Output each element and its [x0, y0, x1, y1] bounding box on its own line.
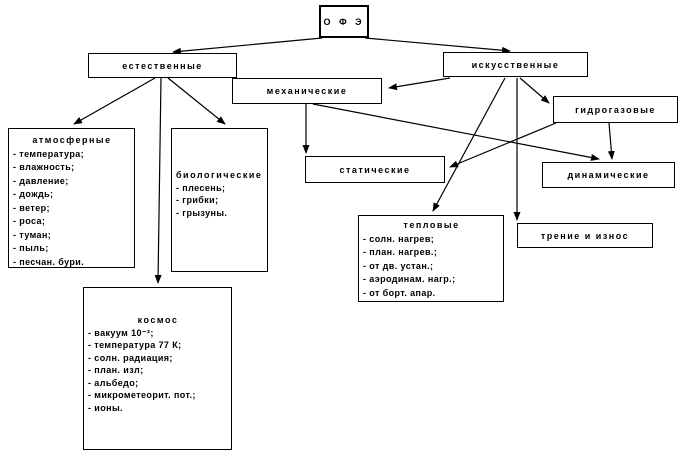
node-hydrogas: гидрогазовые	[553, 96, 678, 123]
list-item: - грибки;	[176, 195, 219, 205]
node-space-list: - вакуум 10⁻²; - температура 77 К; - солн.…	[88, 327, 228, 415]
node-atmospheric-list: - температура; - влажность; - давление; - д…	[13, 148, 131, 270]
node-mechanical: механические	[232, 78, 382, 104]
list-item: - микрометеорит. пот.;	[88, 390, 196, 400]
node-thermal-title: тепловые	[403, 220, 460, 230]
node-atmospheric: атмосферные - температура;- влажность;- …	[8, 128, 135, 268]
node-atmospheric-title: атмосферные	[32, 135, 112, 145]
connector-artificial-thermal	[432, 77, 506, 212]
node-biological: биологические - плесень; - грибки; - грызу…	[171, 128, 268, 272]
connector-natural-biological	[167, 77, 226, 125]
node-friction: трение и износ	[517, 223, 653, 248]
list-item: - туман;	[13, 229, 52, 240]
list-item: - давление;	[13, 175, 69, 186]
list-item: - плесень;	[176, 182, 226, 193]
list-item: - песчан. бури.	[13, 256, 85, 267]
node-space-title: космос	[137, 315, 179, 325]
list-item: - дождь;	[13, 189, 54, 199]
list-item: - ветер;	[13, 202, 50, 213]
node-space: космос - вакуум 10⁻²; - температура 77 К;…	[83, 287, 232, 450]
list-item: - ионы.	[88, 402, 123, 413]
list-item: - влажность;	[13, 162, 75, 172]
node-biological-title: биологические	[176, 170, 263, 180]
node-static: статические	[305, 156, 445, 183]
list-item: - пыль;	[13, 243, 49, 253]
node-biological-list: - плесень; - грибки; - грызуны.	[176, 182, 264, 220]
list-item: - грызуны.	[176, 207, 228, 218]
node-ofe: О Ф Э	[319, 5, 369, 38]
node-artificial: искусственные	[443, 52, 588, 77]
list-item: - план. нагрев.;	[363, 247, 438, 257]
connector-hydrogas-dynamic	[607, 122, 615, 160]
list-item: - солн. радиация;	[88, 352, 173, 363]
list-item: - температура 77 К;	[88, 340, 182, 350]
list-item: - аэродинам. нагр.;	[363, 274, 456, 284]
connector-natural-atmospheric	[73, 77, 156, 125]
node-dynamic: динамические	[542, 162, 675, 188]
connector-ofe-artificial	[364, 37, 511, 54]
node-thermal: тепловые - солн. нагрев; - план. нагрев.;…	[358, 215, 504, 302]
connector-artificial-mechanical	[388, 77, 451, 91]
connector-hydrogas-static	[449, 122, 557, 168]
connector-natural-space	[154, 77, 162, 284]
node-thermal-list: - солн. нагрев; - план. нагрев.; - от дв. …	[363, 233, 500, 301]
list-item: - альбедо;	[88, 377, 139, 388]
connector-artificial-hydrogas	[519, 77, 550, 104]
node-natural: естественные	[88, 53, 237, 78]
connector-ofe-natural	[172, 37, 323, 55]
list-item: - план. изл;	[88, 365, 144, 375]
list-item: - температура;	[13, 148, 85, 159]
list-item: - от дв. устан.;	[363, 260, 434, 271]
list-item: - солн. нагрев;	[363, 233, 435, 244]
list-item: - роса;	[13, 216, 46, 226]
list-item: - от борт. апар.	[363, 287, 436, 298]
list-item: - вакуум 10⁻²;	[88, 327, 154, 338]
